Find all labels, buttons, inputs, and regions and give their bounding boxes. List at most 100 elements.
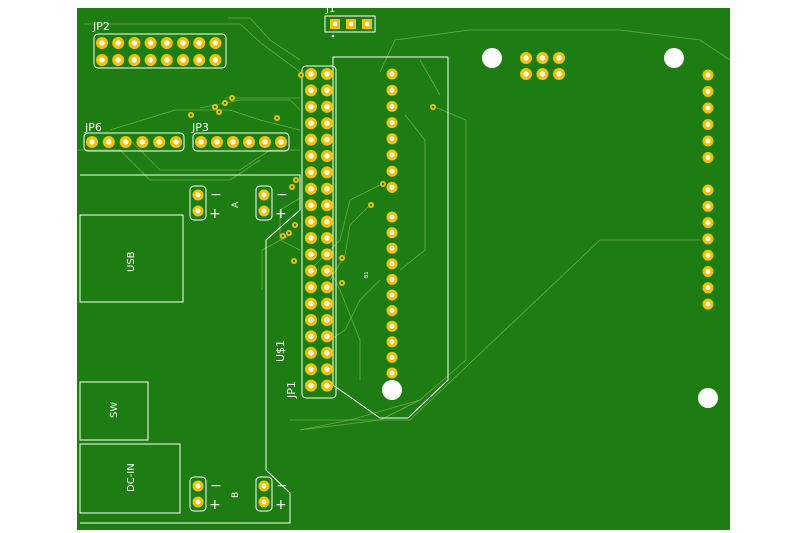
- right-lower-pad-8-hole: [705, 301, 711, 307]
- polarity-minus-b2: −: [276, 478, 288, 494]
- jp6-pad-1-hole: [89, 139, 95, 145]
- via-17-hole: [431, 105, 435, 109]
- trace-11: [299, 104, 467, 431]
- jp2-pad-top-1-hole: [99, 40, 105, 46]
- right-lower-pad-1-hole: [705, 187, 711, 193]
- trace-18: [329, 269, 361, 380]
- jp6-pad-5-hole: [156, 139, 162, 145]
- module-left-pad-5-hole: [389, 136, 395, 142]
- jp1-pad-right-7-hole: [324, 169, 330, 176]
- j1-pin1-marker: [331, 34, 335, 38]
- jp1-outline: [301, 65, 337, 399]
- jp3-pad-4-hole: [246, 139, 252, 145]
- module-left-pad-6-hole: [389, 152, 395, 158]
- right-lower-pad-4-hole: [705, 236, 711, 242]
- usb-connector-outline: [79, 214, 184, 303]
- module-left-lower-pad-5-hole: [389, 276, 395, 282]
- jp1-pad-right-6-hole: [324, 153, 330, 159]
- module-left-pad-1-hole: [389, 71, 395, 77]
- j1-pad-2-hole: [348, 21, 354, 27]
- jp1-pad-right-11-hole: [324, 235, 330, 241]
- polarity-minus-b1: −: [210, 478, 222, 494]
- jp1-pad-left-18-hole: [308, 350, 314, 356]
- via-15-hole: [369, 203, 373, 207]
- jp1-pad-right-12-hole: [324, 251, 330, 258]
- label-j1: J1: [325, 4, 335, 15]
- jp1-pad-right-4-hole: [324, 120, 330, 126]
- jp1-pad-left-20-hole: [308, 382, 314, 389]
- jp1-pad-left-7-hole: [308, 169, 314, 176]
- module-left-lower-pad-7-hole: [389, 308, 395, 314]
- via-10-hole: [287, 231, 291, 235]
- label-dcin: DC-IN: [126, 463, 137, 492]
- jp1-pad-right-8-hole: [324, 186, 330, 192]
- via-4-hole: [223, 101, 227, 105]
- cluster-pad-5-hole: [539, 71, 546, 77]
- module-left-lower-pad-9-hole: [389, 339, 395, 345]
- module-footprint-outline: [332, 56, 449, 419]
- jp1-pad-left-2-hole: [308, 87, 314, 94]
- via-6-hole: [217, 110, 221, 114]
- trace-5: [129, 139, 300, 171]
- trace-9: [279, 197, 301, 251]
- jp1-pad-left-10-hole: [308, 218, 314, 225]
- module-left-pad-8-hole: [389, 184, 395, 190]
- jp2-pad-bottom-4-hole: [147, 57, 154, 63]
- polarity-minus-a2: −: [276, 187, 288, 203]
- label-sw: SW: [109, 402, 120, 418]
- right-lower-pad-3-hole: [705, 220, 711, 226]
- power-a1-pad-2-hole: [195, 208, 201, 214]
- trace-13: [399, 114, 426, 271]
- via-1-hole: [299, 73, 303, 77]
- mounting-holes: [382, 48, 718, 408]
- via-13-hole: [340, 256, 344, 260]
- jp2-pad-top-3-hole: [131, 40, 138, 46]
- jp2-pad-bottom-8-hole: [212, 57, 219, 63]
- jp3-pad-5-hole: [262, 139, 268, 145]
- module-left-lower-pad-6-hole: [389, 292, 395, 298]
- j1-pad-3-hole: [364, 21, 370, 27]
- polarity-plus-b2: +: [275, 497, 287, 513]
- trace-7: [199, 99, 301, 111]
- power-b2-pad-1-hole: [261, 483, 267, 489]
- jp2-pad-bottom-3-hole: [131, 57, 138, 63]
- module-left-lower-pad-10-hole: [389, 354, 395, 360]
- trace-2: [228, 17, 301, 61]
- module-left-lower-pad-8-hole: [389, 323, 395, 329]
- via-14-hole: [340, 281, 344, 285]
- power-b2-pad-2-hole: [261, 499, 267, 505]
- label-jp2: JP2: [92, 20, 110, 33]
- j1-pad-1-hole: [332, 21, 338, 27]
- module-left-lower-pad-1-hole: [389, 214, 395, 220]
- module-left-lower-pad-11-hole: [389, 370, 395, 376]
- silkscreen-outlines: [79, 15, 449, 524]
- switch-outline: [79, 381, 149, 441]
- jp1-pad-right-10-hole: [324, 218, 330, 225]
- jp6-pad-3-hole: [122, 139, 129, 145]
- module-left-pad-4-hole: [389, 120, 395, 126]
- right-upper-pad-1-hole: [705, 72, 711, 78]
- jp2-pad-bottom-7-hole: [196, 57, 202, 63]
- module-left-lower-pad-2-hole: [389, 230, 395, 236]
- right-upper-pad-6-hole: [705, 155, 711, 160]
- jp1-pad-right-13-hole: [324, 268, 330, 274]
- jp3-pad-3-hole: [230, 139, 236, 145]
- jp2-pad-top-7-hole: [196, 40, 202, 46]
- trace-16: [290, 239, 700, 421]
- cluster-pad-1-hole: [523, 55, 529, 61]
- jp3-outline: [192, 132, 290, 152]
- label-a: A: [231, 201, 241, 208]
- jp6-pad-2-hole: [106, 139, 112, 145]
- label-mini: B1: [364, 271, 370, 278]
- label-jp3: JP3: [191, 121, 209, 134]
- polarity-plus-a1: +: [209, 206, 221, 222]
- jp1-pad-right-19-hole: [324, 366, 330, 372]
- right-lower-pad-5-hole: [705, 252, 711, 258]
- module-left-pad-3-hole: [389, 103, 395, 109]
- j1-header-outline: [324, 15, 376, 33]
- polarity-minus-a1: −: [210, 187, 222, 203]
- trace-17: [419, 59, 441, 96]
- via-9-hole: [290, 185, 294, 189]
- via-18-hole: [293, 223, 297, 227]
- right-upper-pad-2-hole: [705, 89, 711, 94]
